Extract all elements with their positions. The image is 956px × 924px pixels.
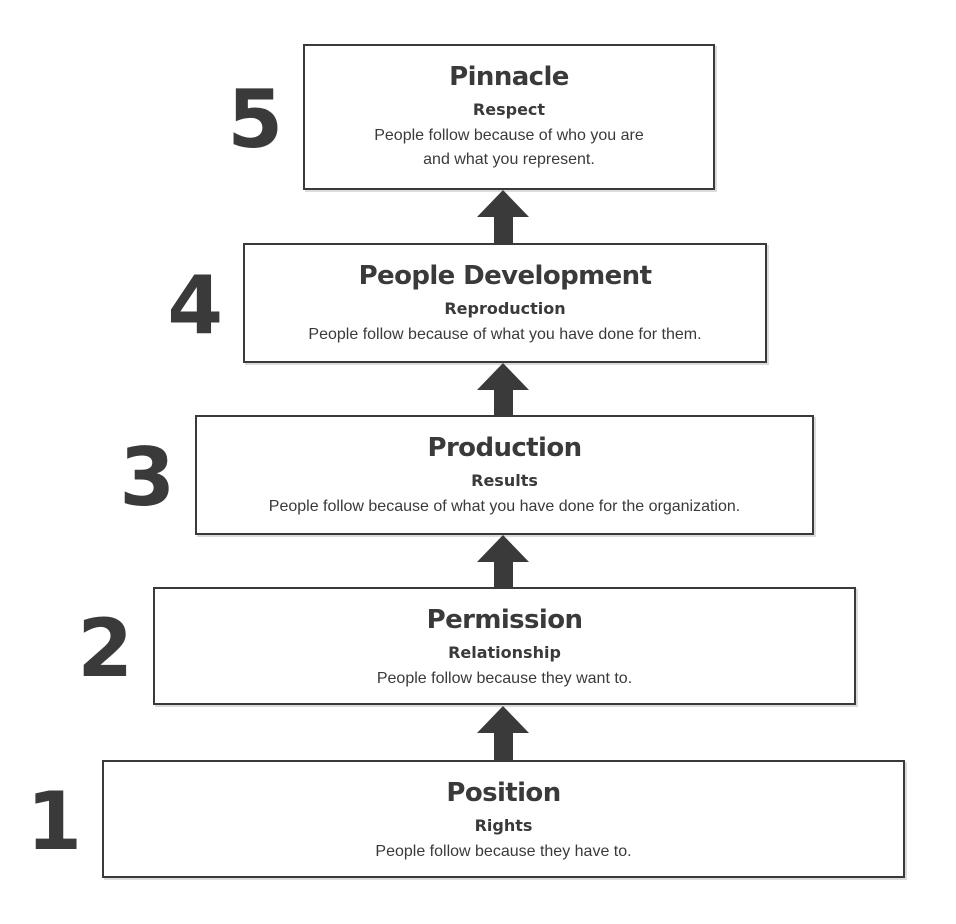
level-3-subtitle: Results: [471, 471, 538, 490]
up-arrow-icon: [477, 363, 529, 416]
up-arrow-icon: [477, 535, 529, 588]
level-1-description: People follow because they have to.: [375, 843, 632, 860]
level-3-title: Production: [427, 433, 583, 463]
level-1-box: Position Rights People follow because th…: [102, 760, 905, 878]
up-arrow-icon: [477, 190, 529, 244]
level-5-title: Pinnacle: [449, 62, 569, 92]
level-4-number: 4: [167, 259, 223, 352]
level-3-description: People follow because of what you have d…: [268, 498, 741, 515]
arrow-stem: [493, 217, 513, 244]
arrow-head: [477, 535, 529, 562]
level-5-box: Pinnacle Respect People follow because o…: [303, 44, 715, 190]
arrow-stem: [493, 562, 513, 588]
arrow-head: [477, 706, 529, 733]
level-1-title: Position: [446, 778, 561, 808]
level-5-number: 5: [227, 73, 283, 166]
level-3-box: Production Results People follow because…: [195, 415, 814, 535]
level-1-number: 1: [26, 775, 82, 868]
level-3-number: 3: [119, 431, 175, 524]
level-4-title: People Development: [358, 261, 652, 291]
level-4-description: People follow because of what you have d…: [308, 326, 702, 343]
level-2-number: 2: [77, 602, 133, 695]
up-arrow-icon: [477, 706, 529, 761]
arrow-head: [477, 190, 529, 217]
level-4-box: People Development Reproduction People f…: [243, 243, 767, 363]
level-1-subtitle: Rights: [474, 816, 533, 835]
level-2-subtitle: Relationship: [448, 643, 561, 662]
arrow-stem: [493, 390, 513, 416]
level-4-subtitle: Reproduction: [444, 299, 566, 318]
level-2-box: Permission Relationship People follow be…: [153, 587, 856, 705]
arrow-stem: [493, 733, 513, 761]
level-5-subtitle: Respect: [472, 100, 546, 119]
level-5-description: People follow because of who you are and…: [374, 127, 644, 168]
level-2-description: People follow because they want to.: [376, 670, 633, 687]
level-2-title: Permission: [426, 605, 583, 635]
arrow-head: [477, 363, 529, 390]
